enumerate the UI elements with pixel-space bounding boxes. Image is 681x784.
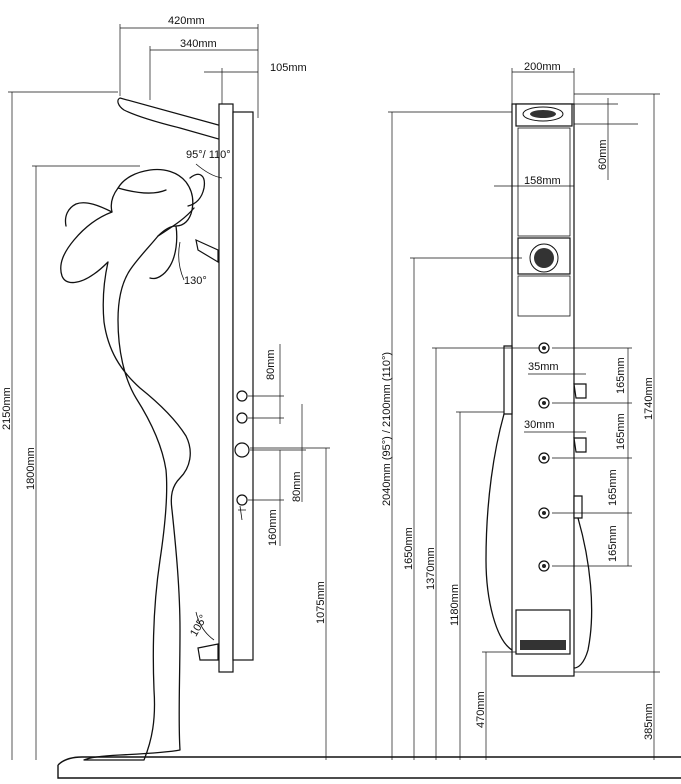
shower-column-side	[218, 103, 234, 673]
label-385: 385mm	[643, 703, 655, 740]
label-200: 200mm	[524, 61, 561, 73]
label-1075: 1075mm	[315, 581, 327, 624]
dim-60-line	[574, 98, 638, 180]
label-1650: 1650mm	[403, 527, 415, 570]
label-60: 60mm	[597, 139, 609, 170]
dim-2150-line	[8, 91, 118, 760]
label-340: 340mm	[180, 38, 217, 50]
dim-1740-line	[574, 93, 660, 672]
front-panel	[511, 103, 575, 677]
mid-recess	[517, 275, 571, 317]
label-158: 158mm	[524, 175, 561, 187]
side-knob-2	[236, 412, 248, 424]
right-hose	[573, 517, 593, 669]
side-knob-4	[236, 494, 248, 506]
dim-80b-line	[250, 404, 306, 502]
label-1800: 1800mm	[25, 447, 37, 490]
hand-shower-hose	[485, 413, 513, 651]
dim-160-line	[248, 450, 284, 546]
label-angle-top: 95°/ 110°	[186, 149, 231, 161]
side-lever-1	[573, 383, 587, 399]
side-lever-3	[573, 495, 583, 519]
human-figure	[60, 168, 194, 761]
dim-340-line	[149, 46, 258, 100]
label-160: 160mm	[267, 509, 279, 546]
upper-recess	[517, 127, 571, 237]
label-470: 470mm	[475, 691, 487, 728]
human-arm	[64, 173, 206, 237]
shower-column-back	[232, 111, 254, 661]
dim-165-lines	[552, 347, 632, 567]
side-knob-1	[236, 390, 248, 402]
dim-420-line	[119, 24, 259, 118]
floor-line	[57, 756, 681, 779]
head-shower-nozzles	[530, 110, 556, 118]
mid-jet-nozzles	[534, 248, 554, 268]
label-2040: 2040mm (95°) / 2100mm (110°)	[381, 352, 393, 506]
label-angle-bottom: 105°	[188, 613, 210, 639]
dim-1075-line	[250, 447, 330, 760]
dim-105-line	[204, 68, 258, 104]
dim-80a-line	[248, 344, 284, 424]
dim-1800-line	[32, 165, 140, 760]
label-35: 35mm	[528, 361, 559, 373]
label-1370: 1370mm	[425, 547, 437, 590]
dim-470-line	[482, 651, 516, 760]
dim-2040-line	[388, 111, 512, 760]
label-80a: 80mm	[265, 349, 277, 380]
label-105: 105mm	[270, 62, 307, 74]
label-2150: 2150mm	[1, 387, 13, 430]
label-165c: 165mm	[607, 469, 619, 506]
label-30: 30mm	[524, 419, 555, 431]
dim-1650-line	[410, 257, 522, 760]
label-420: 420mm	[168, 15, 205, 27]
dim-1370-line	[432, 347, 540, 760]
dim-1180-line	[456, 411, 504, 760]
label-80b: 80mm	[291, 471, 303, 502]
hand-shower-holder	[503, 345, 513, 415]
overhead-shower-arm	[117, 97, 223, 141]
side-body-jet	[195, 238, 219, 264]
front-view: 200mm 158mm 60mm 2040mm (95°) / 2100mm (…	[381, 61, 660, 760]
angle-arc-mid	[178, 241, 185, 281]
label-angle-mid: 130°	[184, 275, 207, 287]
label-165b: 165mm	[615, 413, 627, 450]
label-165a: 165mm	[615, 357, 627, 394]
angle-arc-top	[195, 163, 223, 179]
side-lever-2	[573, 437, 587, 453]
foot-tray	[197, 643, 219, 661]
side-view: 420mm 340mm 105mm 95°/ 110° 130° 105° 21…	[1, 15, 330, 761]
side-hand-shower	[238, 505, 246, 521]
dim-200-line	[511, 68, 575, 104]
angle-arc-bottom	[195, 611, 215, 641]
side-knob-3	[234, 442, 250, 458]
label-1740: 1740mm	[643, 377, 655, 420]
foot-tray-grate	[520, 640, 566, 650]
dim-385-line	[574, 671, 660, 760]
label-165d: 165mm	[607, 525, 619, 562]
label-1180: 1180mm	[449, 584, 461, 626]
